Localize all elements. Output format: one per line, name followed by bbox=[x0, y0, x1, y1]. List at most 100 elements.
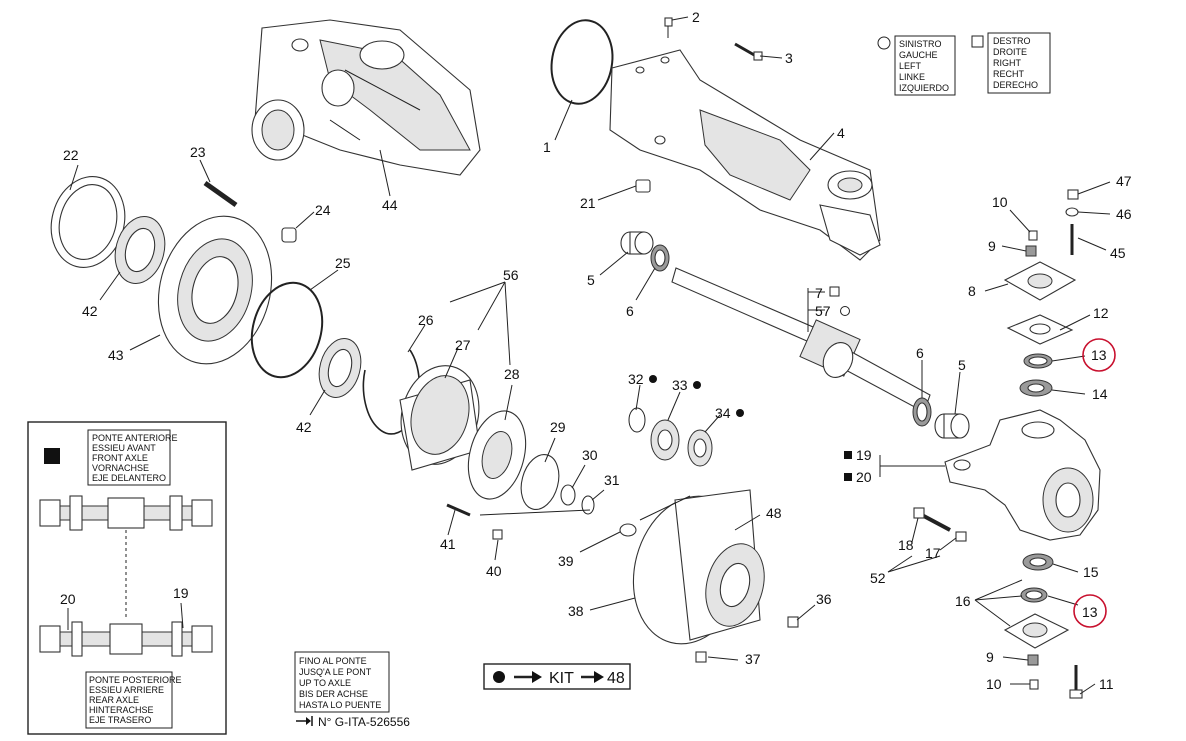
axle-housing-4 bbox=[609, 49, 881, 261]
highlight-circle-13-top bbox=[1082, 338, 1116, 372]
ring-13-top bbox=[1023, 353, 1053, 369]
washer-39 bbox=[619, 523, 637, 537]
svg-text:SINISTRO: SINISTRO bbox=[899, 39, 942, 49]
seal-22 bbox=[50, 176, 126, 268]
part-label: 22 bbox=[63, 147, 79, 163]
svg-text:ESSIEU ARRIERE: ESSIEU ARRIERE bbox=[89, 685, 164, 695]
serial-number: N° G-ITA-526556 bbox=[318, 715, 410, 729]
bushing-5-right bbox=[934, 413, 970, 439]
part-label: 6 bbox=[916, 345, 924, 361]
ring-gear-27 bbox=[399, 365, 481, 471]
half-shaft-7 bbox=[671, 267, 931, 413]
svg-text:RIGHT: RIGHT bbox=[993, 58, 1022, 68]
nut-17 bbox=[955, 531, 967, 542]
part-label: 18 bbox=[898, 537, 914, 553]
part-label: 9 bbox=[986, 649, 994, 665]
svg-text:HINTERACHSE: HINTERACHSE bbox=[89, 705, 154, 715]
left-circle-symbol bbox=[877, 36, 891, 50]
part-label: 15 bbox=[1083, 564, 1099, 580]
gear-34 bbox=[687, 429, 713, 467]
part-label: 28 bbox=[504, 366, 520, 382]
serial-range-note: FINO AL PONTE JUSQ'A LE PONT UP TO AXLE … bbox=[294, 651, 410, 729]
snap-ring-26 bbox=[362, 349, 421, 435]
plug-36 bbox=[787, 616, 799, 628]
part-label: 16 bbox=[955, 593, 971, 609]
part-label: 57 bbox=[815, 303, 831, 319]
rear-axle-sketch bbox=[39, 621, 213, 657]
part-label: 44 bbox=[382, 197, 398, 213]
part-label: 43 bbox=[108, 347, 124, 363]
part-label: 36 bbox=[816, 591, 832, 607]
carrier-28 bbox=[467, 410, 527, 500]
seal-6-left bbox=[650, 244, 670, 272]
axle-inset: PONTE ANTERIORE ESSIEU AVANT FRONT AXLE … bbox=[27, 421, 227, 735]
part-label: 21 bbox=[580, 195, 596, 211]
part-label: 6 bbox=[626, 303, 634, 319]
arrow-icon bbox=[296, 716, 313, 726]
nut-21 bbox=[635, 179, 651, 193]
left-circle-57 bbox=[840, 306, 850, 316]
plug-47 bbox=[1067, 189, 1079, 200]
svg-text:FRONT AXLE: FRONT AXLE bbox=[92, 453, 148, 463]
part-label: 47 bbox=[1116, 173, 1132, 189]
svg-text:HASTA LO PUENTE: HASTA LO PUENTE bbox=[299, 700, 381, 710]
part-label: 20 bbox=[856, 469, 872, 485]
highlight-circle-13-bottom bbox=[1073, 594, 1107, 628]
svg-text:LEFT: LEFT bbox=[899, 61, 922, 71]
part-label: 29 bbox=[550, 419, 566, 435]
part-label: 30 bbox=[582, 447, 598, 463]
front-square-19 bbox=[844, 451, 852, 459]
svg-text:PONTE ANTERIORE: PONTE ANTERIORE bbox=[92, 433, 178, 443]
part-label: 45 bbox=[1110, 245, 1126, 261]
svg-text:FINO AL PONTE: FINO AL PONTE bbox=[299, 656, 367, 666]
bolt-3 bbox=[734, 42, 763, 61]
seal-6-right bbox=[912, 397, 932, 427]
svg-text:GAUCHE: GAUCHE bbox=[899, 50, 938, 60]
plate-29 bbox=[520, 454, 560, 510]
part-label: 32 bbox=[628, 371, 644, 387]
svg-text:EJE DELANTERO: EJE DELANTERO bbox=[92, 473, 166, 483]
part-label: 42 bbox=[296, 419, 312, 435]
part-label: 3 bbox=[785, 50, 793, 66]
kit-note: KIT 48 bbox=[483, 663, 631, 690]
part-label: 17 bbox=[925, 545, 941, 561]
right-square-symbol bbox=[971, 35, 984, 48]
part-label: 27 bbox=[455, 337, 471, 353]
stud-23 bbox=[203, 180, 238, 208]
nut-40 bbox=[492, 529, 503, 540]
svg-text:DROITE: DROITE bbox=[993, 47, 1027, 57]
part-label: 13 bbox=[1082, 604, 1098, 620]
bearing-15 bbox=[1022, 553, 1054, 571]
nipple-9-top bbox=[1025, 245, 1037, 257]
part-label: 31 bbox=[604, 472, 620, 488]
part-label: 52 bbox=[870, 570, 886, 586]
svg-text:VORNACHSE: VORNACHSE bbox=[92, 463, 149, 473]
svg-text:LINKE: LINKE bbox=[899, 72, 925, 82]
side-legend: SINISTRO GAUCHE LEFT LINKE IZQUIERDO DES… bbox=[877, 32, 1051, 96]
part-label: 26 bbox=[418, 312, 434, 328]
part-label: 41 bbox=[440, 536, 456, 552]
part-label: 9 bbox=[988, 238, 996, 254]
front-axle-sketch bbox=[39, 495, 213, 531]
kit-dot-icon bbox=[493, 671, 505, 683]
part-label: 42 bbox=[82, 303, 98, 319]
front-axle-square bbox=[44, 448, 60, 464]
o-ring-1 bbox=[550, 19, 614, 105]
part-label: 39 bbox=[558, 553, 574, 569]
part-label: 37 bbox=[745, 651, 761, 667]
part-label: 12 bbox=[1093, 305, 1109, 321]
kit-ref: 48 bbox=[607, 670, 625, 687]
svg-text:BIS DER ACHSE: BIS DER ACHSE bbox=[299, 689, 368, 699]
bushing-5-left bbox=[620, 231, 654, 255]
kit-markers bbox=[649, 286, 852, 481]
washer-46 bbox=[1065, 207, 1079, 217]
bolt-18 bbox=[913, 507, 951, 532]
svg-text:IZQUIERDO: IZQUIERDO bbox=[899, 83, 949, 93]
shim-12 bbox=[1006, 314, 1074, 345]
cap-8-bottom bbox=[1003, 613, 1070, 649]
screw-10-bottom bbox=[1029, 679, 1039, 690]
ring-31 bbox=[581, 495, 595, 515]
kit-label: KIT bbox=[549, 670, 574, 687]
svg-text:DESTRO: DESTRO bbox=[993, 36, 1031, 46]
svg-text:EJE TRASERO: EJE TRASERO bbox=[89, 715, 151, 725]
